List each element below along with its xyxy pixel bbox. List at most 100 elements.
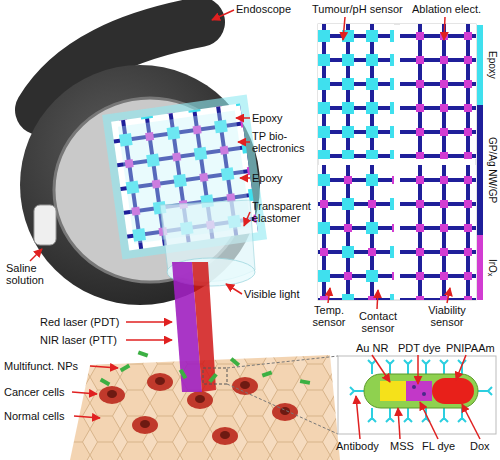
nanoparticle bbox=[208, 373, 217, 383]
legend-swatch bbox=[477, 25, 483, 105]
cancer-cell bbox=[212, 427, 238, 445]
legend-text: IrOₓ bbox=[486, 259, 498, 276]
legend-item: Epoxy bbox=[477, 25, 500, 105]
leader-arrow bbox=[126, 321, 172, 323]
nanoparticle bbox=[138, 350, 149, 357]
part-label: Contact sensor bbox=[352, 310, 404, 334]
antibody bbox=[350, 360, 492, 422]
part-label: PNIPAAm bbox=[446, 342, 498, 354]
leader-arrow bbox=[377, 290, 378, 309]
cancer-cell bbox=[147, 373, 173, 391]
leader-arrow bbox=[420, 402, 438, 439]
part-label: Viability sensor bbox=[418, 304, 476, 328]
leader-arrow bbox=[236, 117, 250, 119]
pdt-dye bbox=[412, 385, 416, 389]
legend-item: GP/Ag NW/GP bbox=[477, 105, 500, 235]
leader-arrow bbox=[447, 288, 450, 303]
part-label: NIR laser (PTT) bbox=[40, 334, 130, 346]
leader-arrow bbox=[372, 355, 390, 382]
leader-arrow bbox=[244, 212, 250, 226]
nanoparticle bbox=[230, 357, 240, 366]
electrode-quadrant bbox=[400, 165, 476, 300]
leader-arrow bbox=[456, 355, 466, 380]
legend-text: Epoxy bbox=[486, 51, 498, 79]
part-label: Au NR bbox=[356, 342, 396, 354]
leader-arrow bbox=[417, 355, 419, 384]
leader-lines bbox=[30, 10, 480, 439]
part-label: Saline solution bbox=[6, 262, 62, 286]
legend-swatch bbox=[477, 105, 483, 235]
part-label: Epoxy bbox=[252, 172, 302, 184]
zoom-box bbox=[203, 368, 227, 384]
part-label: Temp. sensor bbox=[306, 304, 352, 328]
nanoparticle bbox=[179, 369, 187, 380]
zoom-line bbox=[227, 356, 338, 368]
part-label: Cancer cells bbox=[4, 386, 74, 398]
saline-nozzle bbox=[34, 205, 56, 245]
leader-arrow bbox=[126, 339, 172, 341]
nucleus bbox=[155, 377, 165, 385]
nucleus bbox=[140, 420, 150, 428]
part-label: Visible light bbox=[244, 288, 306, 300]
part-label: Epoxy bbox=[252, 112, 302, 124]
leader-arrow bbox=[398, 408, 400, 439]
nucleus bbox=[195, 395, 205, 403]
leader-arrow bbox=[212, 10, 234, 20]
dox-segment bbox=[432, 378, 474, 404]
part-label: Endoscope bbox=[236, 3, 306, 15]
red-laser-beam bbox=[192, 262, 216, 392]
leader-arrow bbox=[90, 366, 118, 368]
fl-dye-segment bbox=[406, 381, 432, 401]
leader-arrow bbox=[74, 416, 100, 418]
part-label: Transparent elastomer bbox=[252, 200, 314, 224]
part-label: Dox bbox=[470, 440, 498, 452]
part-label: FL dye bbox=[422, 440, 462, 452]
inset-frame bbox=[338, 356, 496, 434]
leader-arrow bbox=[240, 177, 250, 179]
cancer-cell bbox=[232, 377, 258, 395]
nanoparticle bbox=[300, 379, 311, 385]
inset-frame bbox=[318, 24, 476, 300]
leader-arrow bbox=[343, 17, 345, 40]
part-label: Normal cells bbox=[4, 410, 74, 422]
nucleus bbox=[220, 431, 230, 439]
nanoparticle-detail bbox=[350, 360, 492, 422]
cancer-cell bbox=[272, 403, 298, 421]
cancer-cell bbox=[132, 416, 158, 434]
pdt-dye bbox=[422, 392, 426, 396]
part-label: Antibody bbox=[336, 440, 386, 452]
leader-arrow bbox=[462, 404, 480, 439]
nanoparticle bbox=[262, 370, 273, 377]
sensor-quadrant bbox=[318, 24, 394, 159]
leader-arrow bbox=[356, 396, 360, 439]
nucleus bbox=[107, 390, 117, 398]
part-label: MSS bbox=[390, 440, 420, 452]
au-nanorod bbox=[380, 381, 406, 401]
legend-swatch bbox=[477, 235, 483, 300]
part-label: Tumour/pH sensor bbox=[312, 3, 412, 15]
part-label: Multifunct. NPs bbox=[4, 360, 94, 372]
cancer-cell bbox=[99, 386, 125, 404]
nucleus bbox=[240, 381, 250, 389]
legend-item: IrOₓ bbox=[477, 235, 500, 300]
mixed-quadrant bbox=[318, 165, 394, 300]
nanoparticle bbox=[100, 378, 111, 386]
nanoparticles bbox=[100, 350, 311, 386]
leader-arrow bbox=[30, 249, 42, 261]
leader-arrow bbox=[328, 288, 330, 303]
part-label: PDT dye bbox=[398, 342, 446, 354]
electrode-quadrant bbox=[400, 24, 476, 159]
part-label: Red laser (PDT) bbox=[40, 316, 130, 328]
part-label: TP bio-electronics bbox=[252, 130, 310, 154]
leader-arrow bbox=[226, 284, 242, 294]
leader-arrow bbox=[238, 141, 250, 143]
leader-arrow bbox=[72, 392, 97, 394]
nucleus bbox=[280, 407, 290, 415]
leader-arrow bbox=[444, 17, 445, 40]
cancer-cell bbox=[187, 391, 213, 409]
zoom-line bbox=[227, 384, 338, 434]
part-label: Ablation elect. bbox=[412, 3, 496, 15]
legend-text: GP/Ag NW/GP bbox=[486, 137, 498, 203]
